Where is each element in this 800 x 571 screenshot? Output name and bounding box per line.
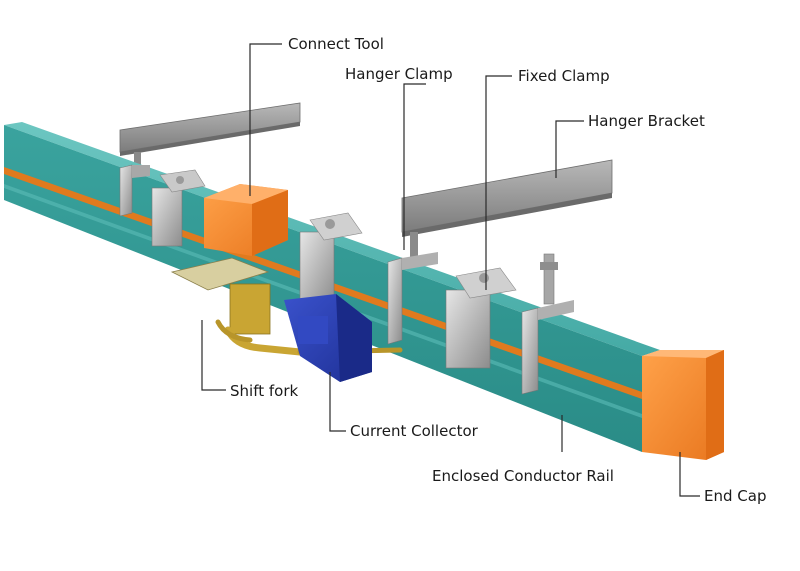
hanger-bracket-right <box>401 159 613 258</box>
hanger-clamp-center <box>387 252 438 345</box>
end-cap <box>642 350 724 460</box>
fixed-clamp-left <box>151 169 206 247</box>
leader-lines <box>201 43 700 497</box>
current-collector <box>284 294 372 382</box>
leader-connect-tool <box>249 43 282 196</box>
fixed-clamp-center <box>299 212 363 305</box>
leader-fixed-clamp <box>485 75 512 290</box>
label-enclosed-conductor-rail: Enclosed Conductor Rail <box>432 467 614 485</box>
label-connect-tool: Connect Tool <box>288 35 384 53</box>
label-hanger-bracket: Hanger Bracket <box>588 112 705 130</box>
leader-hanger-bracket <box>555 120 584 178</box>
leader-current-collector <box>329 372 346 432</box>
hanger-bracket-left <box>119 102 301 174</box>
hanger-clamp-left <box>119 164 150 217</box>
label-fixed-clamp: Fixed Clamp <box>518 67 610 85</box>
leader-hanger-clamp <box>403 83 426 250</box>
connect-tool <box>204 184 288 256</box>
label-hanger-clamp: Hanger Clamp <box>345 65 453 83</box>
label-current-collector: Current Collector <box>350 422 479 440</box>
hanger-clamp-right <box>521 253 574 395</box>
leader-end-cap <box>679 452 700 497</box>
leader-shift-fork <box>201 320 226 391</box>
label-end-cap: End Cap <box>704 487 766 505</box>
label-shift-fork: Shift fork <box>230 382 298 400</box>
